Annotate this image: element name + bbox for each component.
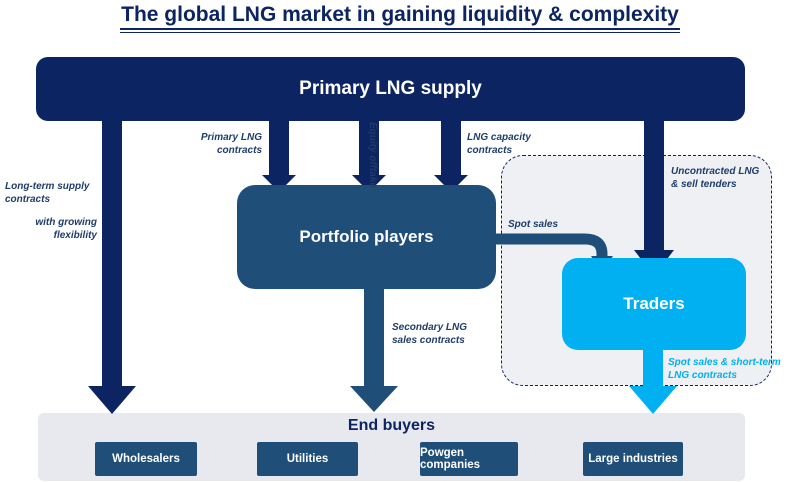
label-secondary-sales: Secondary LNG sales contracts <box>392 322 468 346</box>
label-equity-offtake: Equity offtake <box>367 122 378 188</box>
label-spot-sales: Spot sales <box>508 219 559 230</box>
buyer-large-industries: Large industries <box>583 442 683 476</box>
arrow-capacity-contracts <box>434 118 468 192</box>
title-underline-thin <box>120 32 680 33</box>
buyer-wholesalers: Wholesalers <box>95 442 197 476</box>
arrow-long-term-supply <box>88 118 136 414</box>
arrow-secondary-sales <box>350 288 398 412</box>
arrow-uncontracted <box>634 118 674 276</box>
label-long-term-supply: Long-term supply contracts <box>5 181 90 205</box>
buyer-powgen-companies: Powgen companies <box>420 442 518 476</box>
label-capacity-contracts: LNG capacity contracts <box>467 132 531 156</box>
traders-box: Traders <box>562 258 746 350</box>
label-spot-short-term: Spot sales & short-term LNG contracts <box>668 357 781 381</box>
portfolio-players-box: Portfolio players <box>237 185 496 289</box>
arrow-traders-to-buyers <box>629 348 677 414</box>
arrow-equity-offtake <box>352 118 386 192</box>
title-underline <box>120 28 680 30</box>
end-buyers-title: End buyers <box>347 417 436 434</box>
label-uncontracted: Uncontracted LNG & sell tenders <box>671 166 760 190</box>
label-growing-flexibility: with growing flexibility <box>35 217 97 241</box>
diagram-title: The global LNG market in gaining liquidi… <box>121 3 679 26</box>
primary-supply-box: Primary LNG supply <box>36 57 745 121</box>
arrow-primary-contracts <box>262 118 296 192</box>
label-primary-contracts: Primary LNG contracts <box>200 132 262 156</box>
buyer-utilities: Utilities <box>257 442 358 476</box>
